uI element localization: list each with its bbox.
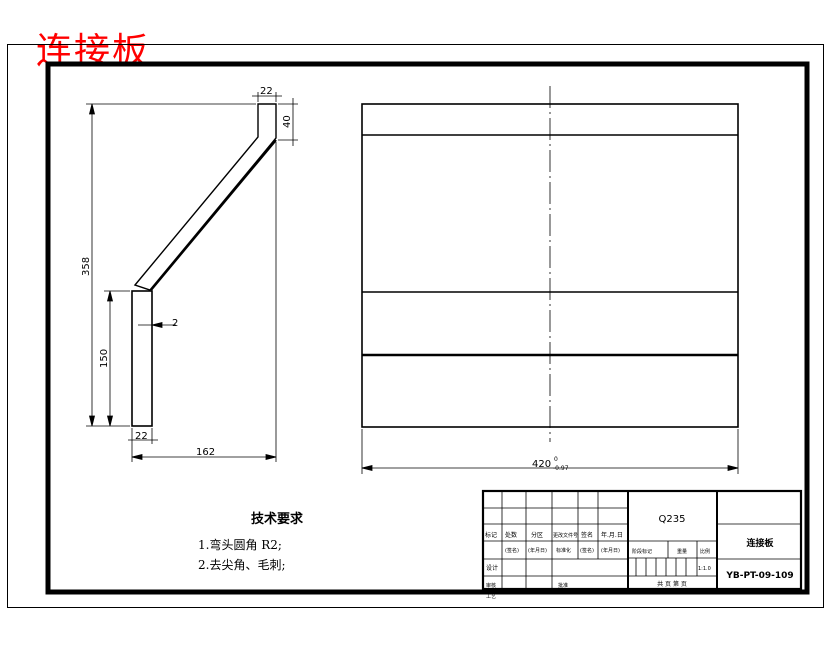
dim-plate-tol-upper: 0 [554,456,558,463]
dim-plate-tol-lower: -0.97 [553,465,569,472]
tb-signature-paren: (签名) [505,547,519,554]
dim-top-width: 22 [260,86,273,97]
tb-drawing-number: YB-PT-09-109 [725,571,793,581]
tb-mark: 标记 [485,531,497,539]
profile-view [131,103,277,427]
tb-scale: 1:1.0 [698,566,711,572]
title-block [481,489,803,591]
title-block-text: 标记 处数 分区 更改文件号 签名 年.月.日 (签名) (年月日) 标准化 (… [485,514,794,600]
tb-sheets: 共 页 第 页 [657,580,687,588]
technical-requirements-heading: 技术要求 [250,512,303,527]
sheet-outer-border [7,44,824,608]
drawing-border [45,61,810,595]
dim-lower-height: 150 [99,349,110,368]
plate-view [361,86,739,442]
dim-plate-length: 420 [532,459,551,470]
tb-standardization: 标准化 [556,547,571,554]
tb-scale-label: 比例 [700,548,710,555]
dim-top-height: 40 [282,115,293,128]
tb-date-paren: (年月日) [528,547,547,554]
dim-thickness: 2 [172,318,178,329]
tb-date: 年.月.日 [601,531,623,539]
tb-weight: 重量 [677,548,687,555]
technical-requirement-item: 1.弯头圆角 R2; [198,538,282,552]
dim-overall-height: 358 [81,257,92,276]
plate-dimension-lines [361,429,739,474]
title-block-frame [481,489,803,591]
profile-dimension-lines [86,92,298,462]
tb-material: Q235 [659,514,686,525]
tb-change-doc: 更改文件号 [553,532,578,539]
dim-bottom-width: 22 [135,431,148,442]
tb-zone: 分区 [531,531,543,539]
tb-review: 审核 [486,582,496,589]
tb-date-paren-2: (年月日) [601,547,620,554]
tb-design: 设计 [486,564,498,572]
tb-process: 工艺 [486,594,496,600]
tb-part-name: 连接板 [746,537,774,549]
tb-stage-mark: 阶段标记 [632,548,652,555]
dim-overall-width: 162 [196,447,215,458]
profile-bent-section [133,103,277,291]
profile-vertical-leg [131,290,153,427]
tb-count: 处数 [505,531,517,539]
tb-signature-paren-2: (签名) [580,547,594,554]
tb-approve: 批准 [558,582,568,589]
profile-bend-thickness-line [150,139,277,291]
technical-requirements: 技术要求 1.弯头圆角 R2; 2.去尖角、毛刺; [198,508,348,575]
tb-signature: 签名 [581,531,593,539]
technical-requirement-item: 2.去尖角、毛刺; [198,558,286,572]
